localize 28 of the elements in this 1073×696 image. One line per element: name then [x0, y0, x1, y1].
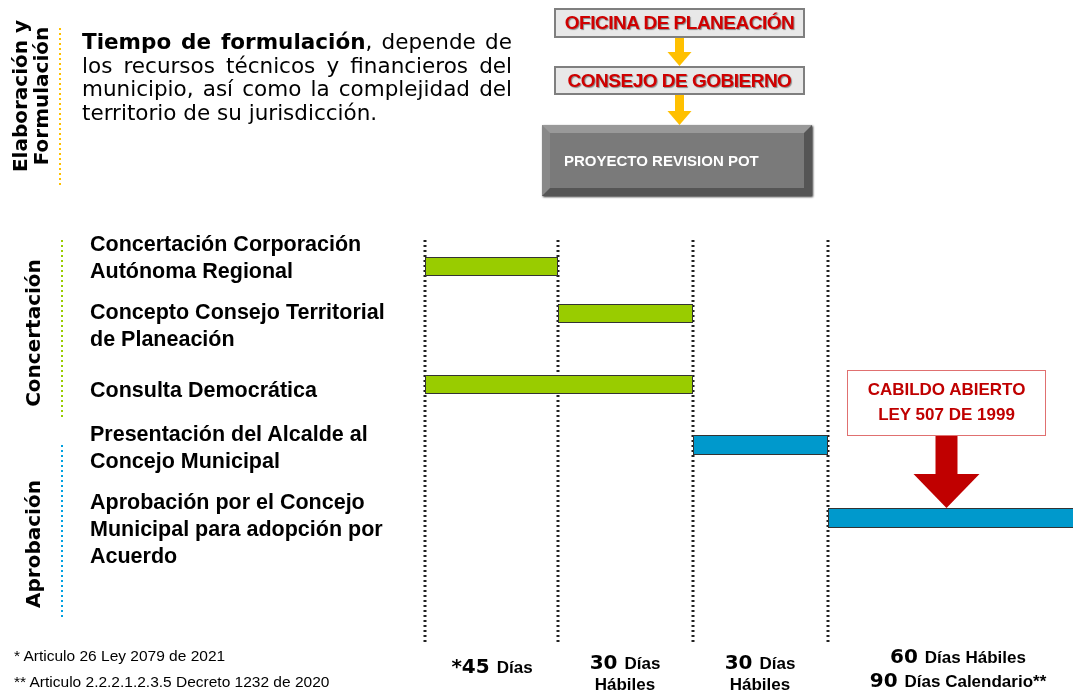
gantt-bar [693, 435, 828, 455]
gantt-bar [425, 257, 558, 276]
footnote: * Articulo 26 Ley 2079 de 2021 [14, 646, 227, 666]
footnote: ** Articulo 2.2.2.1.2.3.5 Decreto 1232 de 2020 [14, 672, 331, 692]
activity-label: Presentación del Alcalde al Concejo Municipal [90, 421, 369, 475]
gantt-bar [425, 375, 693, 394]
duration-label: 90 Días Calendario** [868, 670, 1048, 694]
arrow [913, 436, 980, 508]
phase-label: Aprobación [19, 479, 46, 610]
duration-label: 30 Días Hábiles [588, 652, 662, 696]
phase-label: Elaboración y Formulación [8, 18, 54, 175]
description-paragraph: Tiempo de formulación, depende de los recursos técnicos y financieros del municipio, así como la complejidad del territorio de su jurisdicción. [82, 30, 512, 127]
process-box: OFICINA DE PLANEACIÓN [554, 8, 805, 38]
activity-label: Aprobación por el Concejo Municipal para adopción por Acuerdo [90, 489, 384, 570]
process-box: CONSEJO DE GOBIERNO [554, 66, 805, 95]
result-box: PROYECTO REVISION POT [542, 125, 812, 196]
arrow [667, 38, 692, 66]
activity-label: Concertación Corporación Autónoma Regional [90, 231, 363, 285]
callout-box: CABILDO ABIERTO LEY 507 DE 1999 [847, 370, 1046, 436]
phase-label: Concertación [19, 258, 46, 409]
duration-label: *45 Días [450, 656, 534, 680]
duration-label: 60 Días Hábiles [889, 646, 1027, 670]
activity-label: Consulta Democrática [90, 377, 318, 404]
duration-label: 30 Días Hábiles [723, 652, 797, 696]
arrow [667, 95, 692, 125]
gantt-bar [558, 304, 693, 323]
gantt-bar [828, 508, 1073, 528]
activity-label: Concepto Consejo Territorial de Planeación [90, 299, 386, 353]
